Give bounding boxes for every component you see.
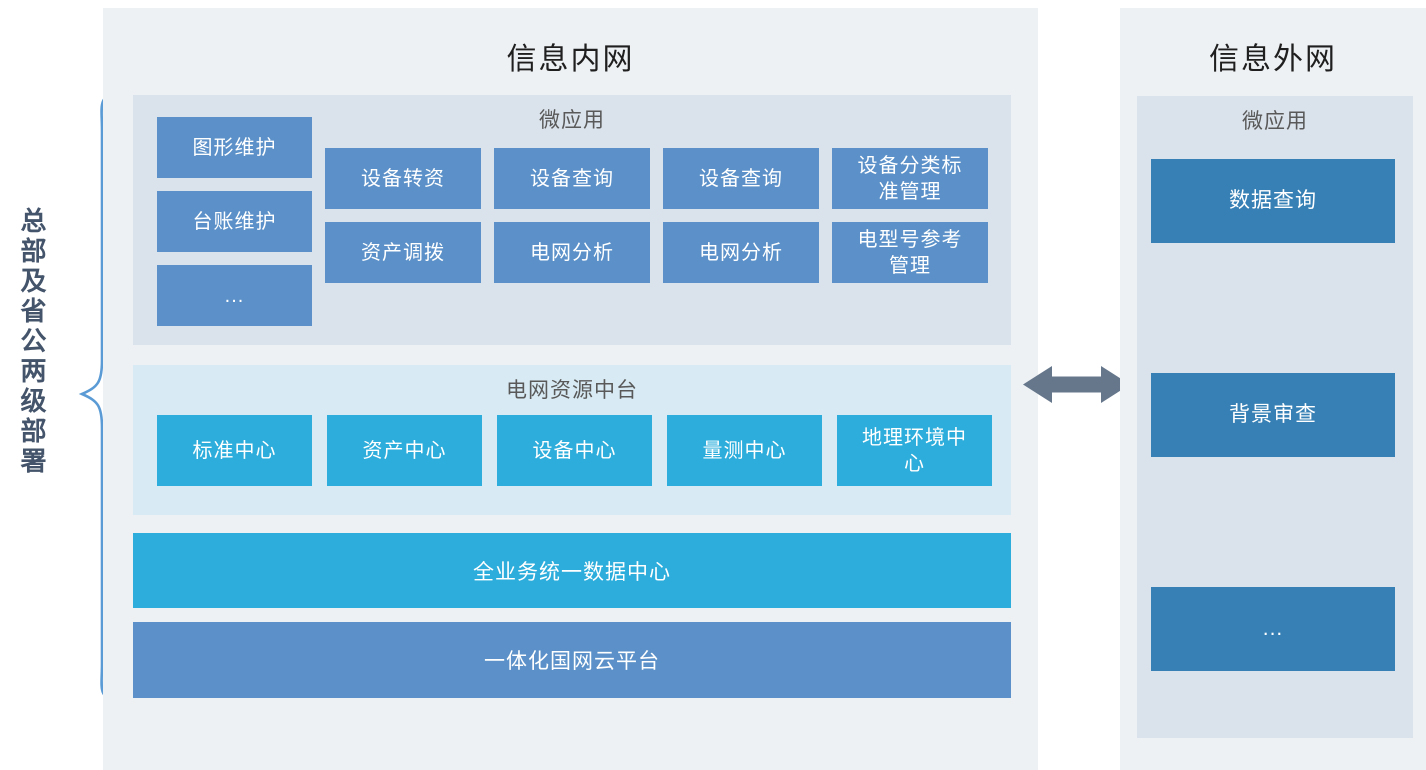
cloud-platform-bar: 一体化国网云平台	[133, 622, 1011, 698]
center-box-asset: 资产中心	[327, 415, 482, 486]
ext-app-box-more: ...	[1151, 587, 1395, 671]
extranet-micro-apps-title: 微应用	[1242, 110, 1308, 133]
center-box-geo-environment: 地理环境中心	[837, 415, 992, 486]
center-box-measurement: 量测中心	[667, 415, 822, 486]
bidirectional-arrow-icon	[1023, 366, 1130, 403]
center-box-equipment: 设备中心	[497, 415, 652, 486]
intranet-micro-apps-container: 微应用 图形维护 台账维护 ... 设备转资 设备查询 设备查询 设备分类标准管…	[133, 95, 1011, 345]
deployment-scope-label: 总部及省公两级部署	[17, 207, 47, 477]
app-box-grid-analysis-1: 电网分析	[494, 222, 650, 283]
app-box-ledger-maintenance: 台账维护	[157, 191, 312, 252]
ext-app-box-data-query: 数据查询	[1151, 159, 1395, 243]
ext-app-box-background-review: 背景审查	[1151, 373, 1395, 457]
app-box-model-reference-management: 电型号参考管理	[832, 222, 988, 283]
grid-resource-platform-title: 电网资源中台	[506, 379, 638, 402]
app-box-asset-allocation: 资产调拨	[325, 222, 481, 283]
app-box-graphic-maintenance: 图形维护	[157, 117, 312, 178]
unified-data-center-bar: 全业务统一数据中心	[133, 533, 1011, 608]
extranet-micro-apps-container: 微应用 数据查询 背景审查 ...	[1137, 96, 1413, 738]
app-box-equipment-classification-standard: 设备分类标准管理	[832, 148, 988, 209]
app-box-more: ...	[157, 265, 312, 326]
app-box-equipment-query-1: 设备查询	[494, 148, 650, 209]
app-box-equipment-transfer: 设备转资	[325, 148, 481, 209]
brace-icon	[78, 92, 116, 702]
intranet-micro-apps-title: 微应用	[539, 109, 605, 132]
intranet-title: 信息内网	[506, 43, 635, 76]
center-box-standard: 标准中心	[157, 415, 312, 486]
app-box-equipment-query-2: 设备查询	[663, 148, 819, 209]
app-box-grid-analysis-2: 电网分析	[663, 222, 819, 283]
extranet-title: 信息外网	[1209, 43, 1337, 76]
grid-resource-platform-container: 电网资源中台 标准中心 资产中心 设备中心 量测中心 地理环境中心	[133, 365, 1011, 515]
